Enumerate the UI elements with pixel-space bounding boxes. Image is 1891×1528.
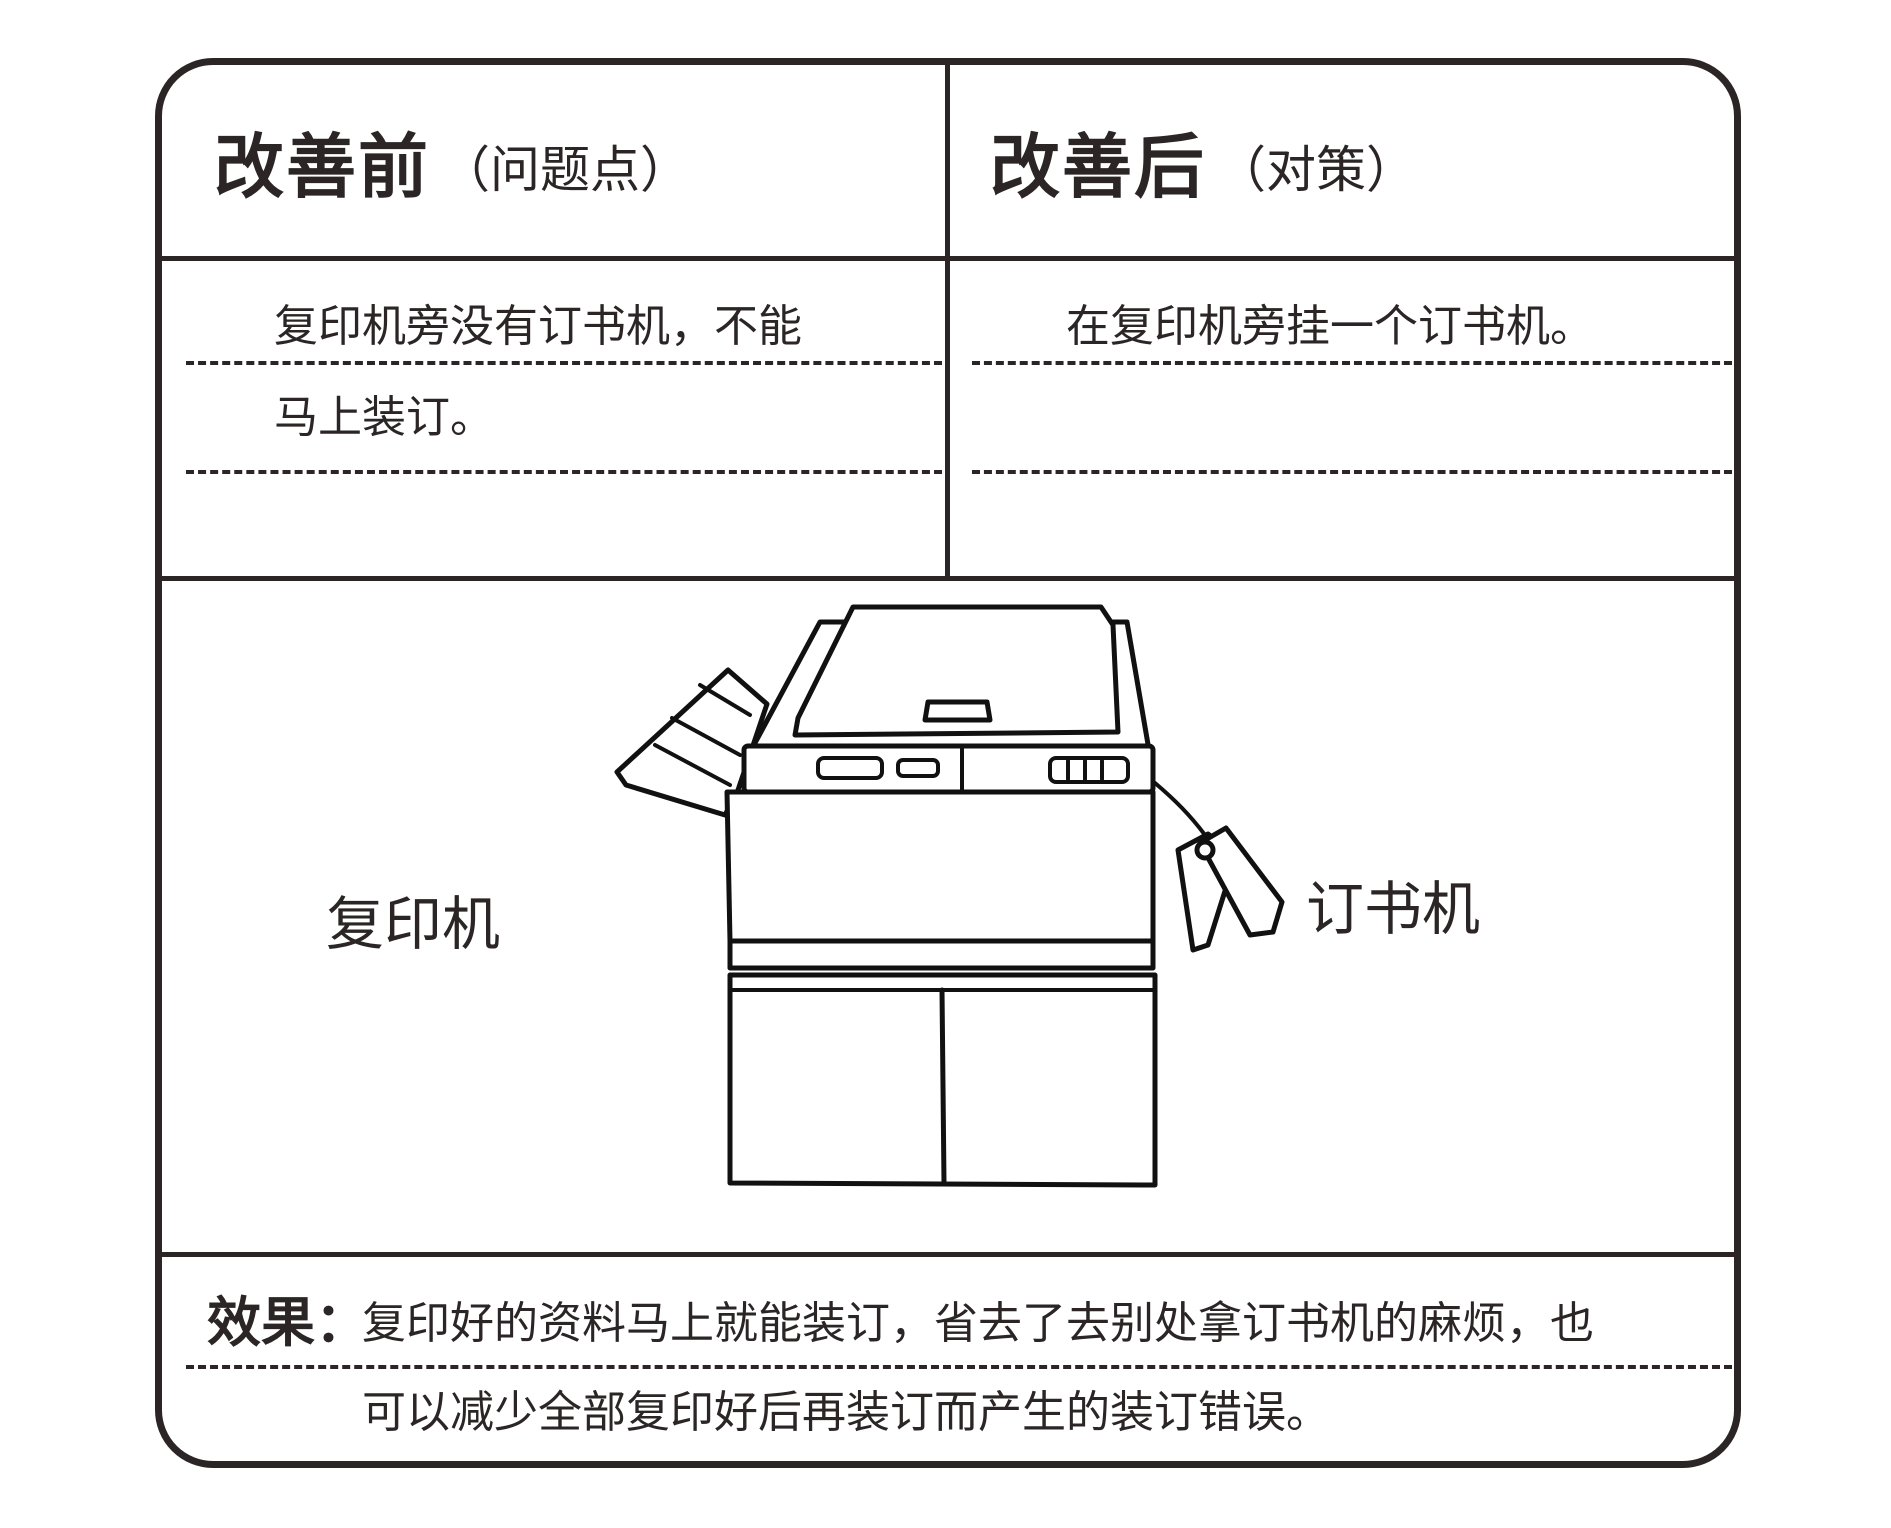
paper-tray-icon — [614, 667, 770, 818]
after-dashed-line-2 — [972, 470, 1732, 474]
effect-top-divider — [158, 1252, 1736, 1257]
hanging-stapler-icon — [1153, 781, 1285, 953]
copier-label: 复印机 — [326, 890, 501, 958]
before-text-line2: 马上装订。 — [274, 392, 494, 443]
stapler-label: 订书机 — [1306, 875, 1481, 943]
effect-text-line2: 可以减少全部复印好后再装订而产生的装订错误。 — [362, 1387, 1330, 1438]
after-title: 改善后 — [990, 126, 1206, 208]
after-text-line1: 在复印机旁挂一个订书机。 — [1066, 301, 1594, 352]
before-dashed-line-1 — [186, 361, 942, 365]
illustration-top-divider — [158, 576, 1736, 581]
effect-dashed-line — [186, 1365, 1732, 1369]
effect-label: 效果： — [207, 1291, 369, 1354]
copier-illustration — [614, 604, 1285, 1188]
before-dashed-line-2 — [186, 470, 942, 474]
control-panel-icon — [741, 743, 1156, 795]
before-text-line1: 复印机旁没有订书机，不能 — [274, 301, 802, 352]
before-subtitle: （问题点） — [440, 141, 690, 199]
before-title: 改善前 — [214, 126, 430, 208]
improvement-card — [155, 58, 1741, 1468]
after-subtitle: （对策） — [1216, 141, 1416, 199]
effect-text-line1: 复印好的资料马上就能装订，省去了去别处拿订书机的麻烦，也 — [362, 1298, 1594, 1349]
column-divider — [945, 62, 950, 579]
scanner-lid-icon — [745, 604, 1153, 759]
after-dashed-line-1 — [972, 361, 1732, 365]
copier-cabinet-icon — [727, 972, 1158, 1188]
copier-body-icon — [724, 789, 1156, 971]
